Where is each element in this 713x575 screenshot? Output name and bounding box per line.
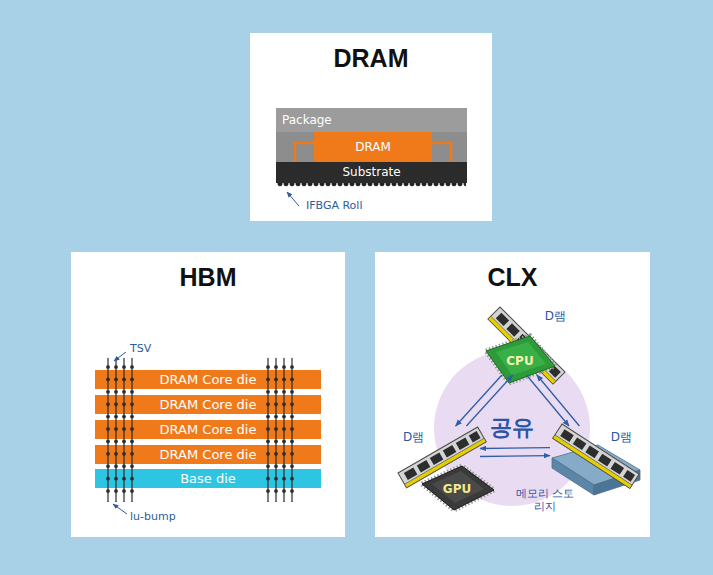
data-arrow [466, 375, 512, 426]
base-die [95, 469, 321, 488]
data-arrow [480, 455, 550, 457]
node-text: 메모리 스토리지 [512, 487, 578, 512]
leader-line [114, 352, 126, 361]
node-text: D램 [403, 430, 424, 444]
callout-label: lu-bump [130, 510, 176, 523]
bond-wire [432, 143, 451, 162]
storage-top [552, 445, 640, 485]
storage-front [552, 458, 594, 495]
gpu-chip [422, 466, 494, 510]
tsv-column [264, 358, 296, 502]
dimm-module: D램 [393, 426, 480, 480]
storage-box: 메모리 스토리지 [512, 482, 578, 518]
data-arrow [537, 375, 580, 426]
leader-line [287, 192, 299, 206]
shared-circle [434, 350, 590, 506]
base-band: Base die [95, 469, 321, 488]
cpu-die [496, 342, 546, 375]
die-band: DRAM Core die [95, 445, 321, 464]
core-die [95, 370, 321, 389]
package-top [276, 108, 467, 132]
node-text: CPU [506, 354, 533, 368]
dimm-top [488, 307, 565, 384]
tsv-column [104, 358, 136, 502]
panel: DRAMPackageDRAMSubstrate [250, 33, 492, 221]
substrate-band: Substrate [276, 162, 467, 183]
panel-title: CLX [488, 262, 538, 292]
dimm-module: D램 [490, 306, 570, 346]
node-text: DRAM [355, 140, 391, 154]
die-band: DRAM Core die [95, 395, 321, 414]
node-text: Base die [180, 471, 236, 487]
package-box: PackageDRAM Substrate [276, 108, 467, 183]
ball-row [277, 183, 466, 187]
node-text: 공유 [490, 415, 534, 441]
dram-chip [314, 132, 432, 162]
dimm-module: D램 [550, 426, 640, 476]
node-text: D램 [545, 309, 566, 323]
node-text: Package [282, 113, 332, 127]
node-text: Substrate [342, 165, 400, 179]
node-text: GPU [443, 482, 471, 496]
chip-box: DRAM [314, 132, 432, 162]
callout-label: IFBGA Roll [306, 199, 362, 212]
data-arrow [456, 375, 502, 426]
dimm-left [398, 427, 486, 488]
node-text: DRAM Core die [160, 447, 257, 463]
node-text: DRAM Core die [160, 397, 257, 413]
node-text: D램 [611, 430, 632, 444]
panel: HBMDRAM Core dieDRAM Core dieDRAM Core d… [71, 252, 345, 537]
hbm-stack-drawing [95, 352, 321, 514]
gpu-die [432, 471, 484, 503]
package-body [276, 108, 467, 183]
core-die [95, 420, 321, 439]
callout-label: TSV [130, 342, 151, 355]
core-die [95, 395, 321, 414]
data-arrow [527, 375, 570, 426]
panel: CLX 공유 D램 CPU D램 GPU D램메모리 스토리지 [375, 252, 650, 537]
cpu-chip: CPU [492, 347, 548, 375]
node-text: DRAM Core die [160, 422, 257, 438]
gpu-chip: GPU [430, 478, 484, 500]
cpu-chip [486, 336, 555, 383]
dimm-right [553, 424, 639, 488]
substrate [276, 162, 467, 183]
dram-package-drawing [276, 108, 467, 206]
gpu-pins [422, 466, 494, 510]
die-band: DRAM Core die [95, 420, 321, 439]
panel-title: DRAM [334, 43, 409, 73]
cpu-pins [486, 336, 555, 383]
bond-wire [295, 143, 314, 162]
data-arrow [480, 447, 550, 449]
leader-line [113, 504, 127, 514]
core-die [95, 445, 321, 464]
panel-title: HBM [180, 262, 237, 292]
storage-side [594, 470, 640, 495]
node-text: DRAM Core die [160, 372, 257, 388]
die-band: DRAM Core die [95, 370, 321, 389]
clx-drawing [398, 307, 640, 510]
